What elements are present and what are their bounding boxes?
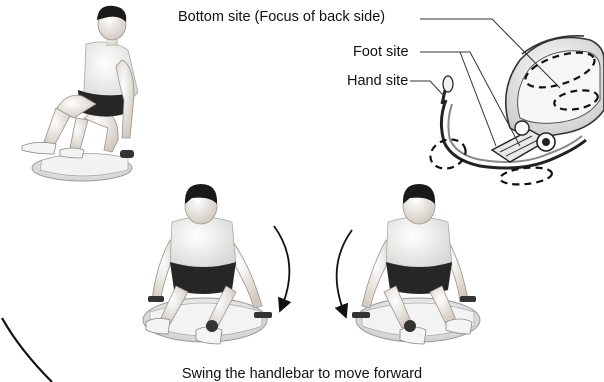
bottom-site-label: Bottom site (Focus of back side): [178, 9, 385, 25]
device-diagram: [410, 19, 604, 187]
hand-site-label: Hand site: [347, 73, 408, 89]
child-swing-right-figure: [352, 184, 480, 344]
swing-arrow-clockwise: [274, 226, 289, 306]
caption: Swing the handlebar to move forward: [0, 366, 604, 382]
child-swing-left-figure: [143, 184, 272, 344]
foot-site-label: Foot site: [353, 44, 409, 60]
swing-arrow-counterclockwise: [337, 230, 352, 312]
seated-child-figure: [22, 6, 138, 181]
